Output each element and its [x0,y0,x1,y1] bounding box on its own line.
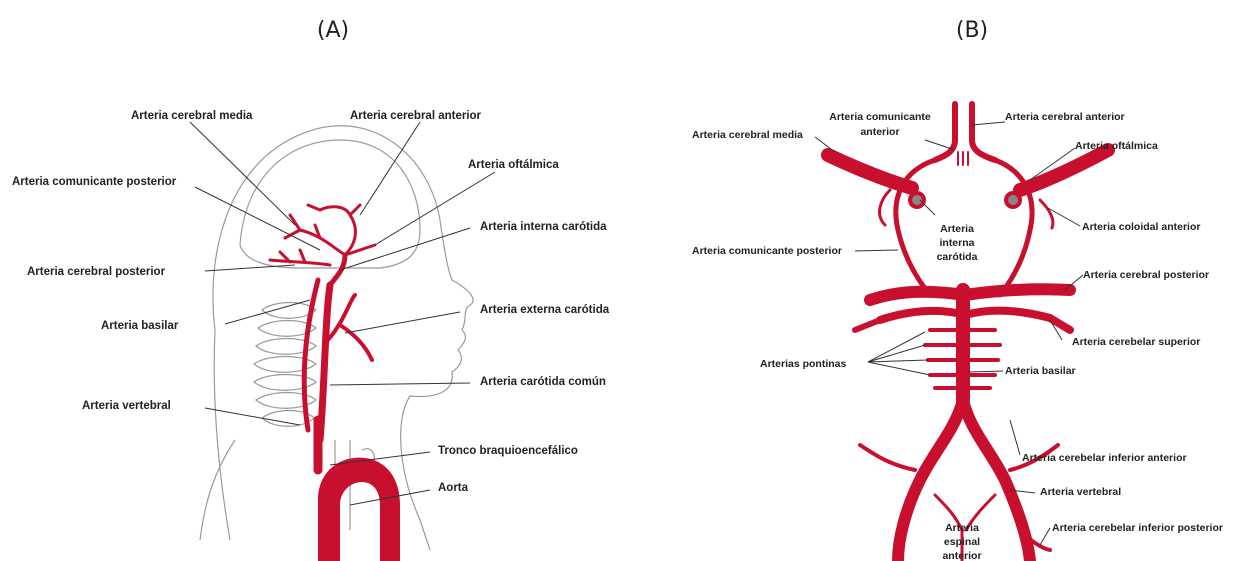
label-b-superior-cerebellar: Arteria cerebelar superior [1072,336,1200,348]
label-a-anterior-cerebral: Arteria cerebral anterior [350,110,482,122]
label-b-anterior-communicating-2: anterior [860,126,899,138]
label-b-internal-carotid-2: interna [939,237,974,249]
label-b-basilar: Arteria basilar [1005,365,1076,377]
vertebral-vessel [304,280,318,430]
label-b-anterior-cerebral: Arteria cerebral anterior [1005,111,1125,123]
arteries-panel-a [270,205,400,561]
label-a-aorta: Aorta [438,482,469,494]
label-b-internal-carotid: Arteria [940,223,974,235]
label-a-basilar: Arteria basilar [101,320,179,332]
label-b-anterior-spinal-2: espinal [944,536,980,548]
label-b-ophthalmic: Arteria oftálmica [1075,140,1158,152]
panel-b-title: (B) [956,18,988,43]
label-a-common-carotid: Arteria carótida común [480,376,606,388]
label-a-ophthalmic: Arteria oftálmica [468,159,559,171]
label-b-anterior-inferior-cerebellar: Arteria cerebelar inferior anterior [1022,452,1187,464]
label-a-posterior-cerebral: Arteria cerebral posterior [27,266,166,278]
common-carotid-vessel [320,285,330,440]
panel-a-title: (A) [317,18,349,43]
label-a-internal-carotid: Arteria interna carótida [480,221,607,233]
label-b-anterior-spinal: Arteria [945,522,979,534]
label-a-brachiocephalic: Tronco braquioencefálico [438,445,578,457]
label-b-vertebral: Arteria vertebral [1040,486,1121,498]
right-carotid-stump [1006,193,1020,207]
label-b-internal-carotid-3: carótida [937,251,978,263]
label-a-posterior-communicating: Arteria comunicante posterior [12,176,177,188]
label-a-external-carotid: Arteria externa carótida [480,304,610,316]
left-carotid-stump [910,193,924,207]
label-b-anterior-spinal-3: anterior [942,550,981,561]
internal-carotid-vessel [330,255,345,285]
label-b-posterior-cerebral: Arteria cerebral posterior [1083,269,1209,281]
label-b-anterior-communicating: Arteria comunicante [829,111,931,123]
label-b-posterior-communicating: Arteria comunicante posterior [692,245,842,257]
label-b-pontine: Arterias pontinas [760,358,847,370]
aorta-vessel [318,458,400,561]
label-b-posterior-inferior-cerebellar: Arteria cerebelar inferior posterior [1052,522,1223,534]
label-b-anterior-choroidal: Arteria coloidal anterior [1082,221,1200,233]
external-carotid-vessel [328,295,372,360]
label-b-middle-cerebral: Arteria cerebral media [692,129,803,141]
label-a-middle-cerebral: Arteria cerebral media [131,110,253,122]
label-a-vertebral: Arteria vertebral [82,400,171,412]
